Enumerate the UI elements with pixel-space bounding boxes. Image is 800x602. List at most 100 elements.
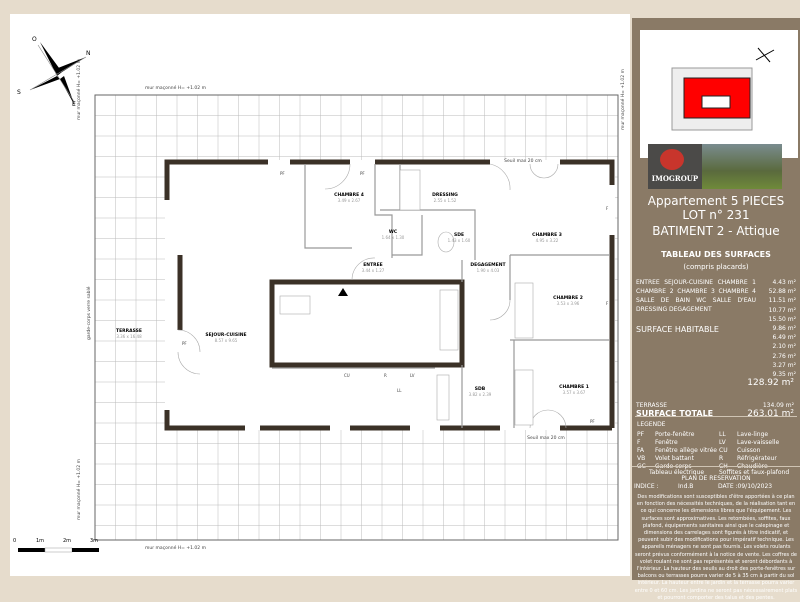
surface-value: 6.49 m² — [772, 334, 796, 342]
compass-e: E — [72, 101, 76, 108]
room-dimensions: 3.82 x 2.39 — [469, 392, 492, 397]
wall-label-left-top: mur maçonné H= +1.02 m — [75, 59, 82, 120]
wall-label-left-bottom: mur maçonné H= +1.02 m — [75, 459, 82, 520]
terrace-value: 134.09 m² — [762, 402, 794, 409]
date: DATE :09/10/2023 — [718, 483, 773, 490]
room-name: SDE — [454, 232, 464, 238]
terrace-label: TERRASSE — [636, 402, 668, 409]
room-dimensions: 1.64 x 1.30 — [382, 235, 405, 240]
surface-value: 3.27 m² — [772, 361, 796, 369]
room-name: SDB — [475, 386, 486, 392]
legend-title: LEGENDE — [637, 421, 666, 428]
reservation-block: PLAN DE RESERVATION INDICE : Ind.B DATE … — [632, 466, 800, 490]
legend-code: CU — [719, 447, 728, 454]
code-ll: LL — [397, 388, 402, 393]
surface-value: 11.51 m² — [768, 297, 796, 305]
room-dimensions: 3.36 x 16.48 — [116, 334, 142, 339]
doors — [177, 163, 567, 429]
surface-value: 15.50 m² — [768, 315, 796, 323]
scale-label: 1m — [36, 538, 44, 544]
floor-plan-sheet: O N S E mur maçonné H= +1.02 m mur maçon… — [10, 14, 630, 576]
legend-code: FA — [637, 447, 645, 454]
surface-value: 2.10 m² — [772, 343, 796, 351]
logo-name: IMOGROUP — [651, 174, 699, 183]
code-pf: PF — [182, 341, 187, 346]
room-name: TERRASSE — [116, 328, 142, 334]
room-dimensions: 1.90 x 4.03 — [477, 268, 500, 273]
room-name: CHAMBRE 3 — [532, 232, 562, 238]
room-name: WC — [389, 229, 398, 235]
room-name: DRESSING — [432, 192, 458, 198]
compass-s: S — [17, 89, 21, 96]
imogroup-logo: IMOGROUP — [648, 144, 782, 189]
reservation-title: PLAN DE RESERVATION — [681, 475, 751, 482]
room-name: CHAMBRE 1 — [559, 384, 589, 390]
code-pf: PF — [280, 171, 285, 176]
compass-o: O — [32, 36, 37, 43]
terrace-outline — [94, 94, 619, 541]
lot-number: LOT n° 231 — [682, 208, 750, 222]
wall-label-right: mur maçonné H= +1.02 m — [619, 69, 626, 130]
wall-label-top: mur maçonné H= +1.02 m — [145, 84, 206, 91]
index-label: INDICE : — [634, 483, 659, 490]
wall-label-bottom: mur maçonné H= +1.02 m — [145, 544, 206, 551]
closets — [279, 169, 534, 426]
logo-photo — [702, 144, 782, 189]
threshold-label-top: Seuil max 20 cm — [504, 158, 542, 164]
legend-code: LV — [719, 439, 726, 446]
legend-code: PF — [637, 431, 645, 438]
room-list: ENTREE SEJOUR-CUISINE CHAMBRE 1 CHAMBRE … — [636, 279, 756, 313]
legend-code: F — [637, 439, 641, 446]
habitable-label: SURFACE HABITABLE — [636, 325, 719, 334]
room-name: ENTREE — [363, 262, 383, 268]
legend-label: Fenêtre — [655, 439, 678, 446]
room-dimensions: 3.57 x 3.67 — [563, 390, 586, 395]
code-f: F — [606, 206, 609, 211]
key-plan — [640, 30, 798, 158]
code-lv: LV — [410, 373, 415, 378]
legend-code: LL — [719, 431, 726, 438]
disclaimer: Des modifications sont susceptibles d'êt… — [634, 494, 798, 601]
info-panel: IMOGROUP Appartement 5 PIECES LOT n° 231… — [632, 18, 800, 601]
legend-soffit: Soffites et faux-plafond — [719, 469, 790, 476]
legend-code: R — [719, 455, 724, 462]
legend-label: Cuisson — [737, 447, 761, 454]
legend-label: Porte-fenêtre — [655, 431, 695, 438]
surface-value: 9.86 m² — [772, 325, 796, 333]
exterior-walls — [164, 159, 615, 431]
legend-label: Fenêtre allège vitrée — [655, 447, 717, 454]
code-f: F — [606, 301, 609, 306]
legend-label: Volet battant — [655, 455, 694, 462]
key-plan-drawing — [671, 47, 775, 131]
room-dimensions: 3.44 x 1.27 — [362, 268, 385, 273]
legend-electrical-panel: Tableau électrique — [649, 469, 705, 476]
legend-label: Réfrigérateur — [737, 455, 777, 462]
legend-code: VB — [637, 455, 646, 462]
room-dimensions: 4.95 x 3.22 — [536, 238, 559, 243]
room-name: CHAMBRE 2 — [553, 295, 583, 301]
compass-rose-icon: O N S E — [17, 36, 91, 108]
legend-label: Lave-linge — [737, 431, 769, 438]
room-dimensions: 8.57 x 9.65 — [215, 338, 238, 343]
surface-value: 10.77 m² — [768, 306, 796, 314]
scale-label: 0 — [13, 538, 16, 544]
building: BATIMENT 2 - Attique — [652, 224, 780, 238]
entrance-marker-icon — [338, 288, 348, 296]
threshold-label-bottom: Seuil max 20 cm — [527, 435, 565, 441]
legend-label: Lave-vaisselle — [737, 439, 780, 446]
room-name: SEJOUR-CUISINE — [205, 332, 246, 338]
code-pf: PF — [360, 171, 365, 176]
compass-n: N — [86, 50, 91, 57]
code-cu: CU — [344, 373, 350, 378]
railing-label: garde-corps verre sablé — [85, 286, 92, 340]
code-r: R — [384, 373, 387, 378]
habitable-value: 128.92 m² — [747, 378, 794, 388]
surface-value: 9.35 m² — [772, 371, 796, 379]
total-label: SURFACE TOTALE — [636, 409, 714, 418]
logo-mark-icon — [660, 149, 684, 170]
scale-label: 3m — [90, 538, 98, 544]
code-pf: PF — [590, 419, 595, 424]
